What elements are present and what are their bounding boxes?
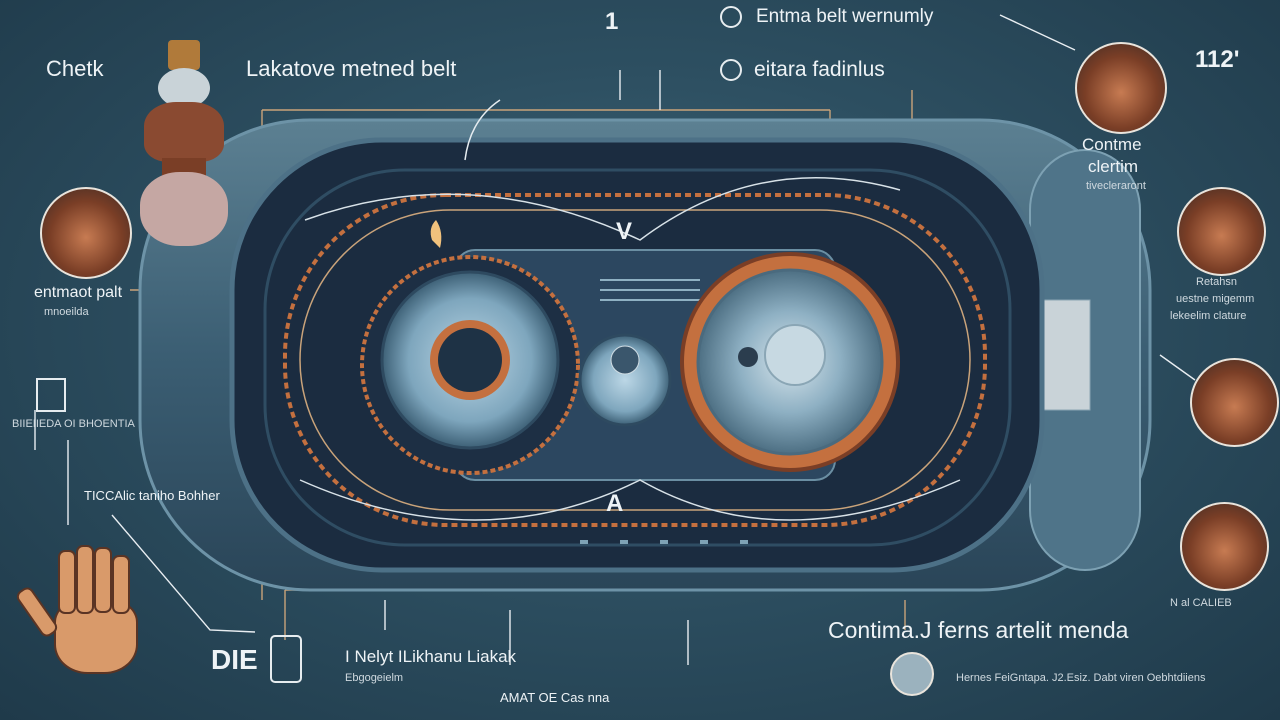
right-label-2-line2: uestne migemm [1176,293,1255,305]
belt-roll-icon [1075,42,1167,134]
pointer-lines [34,14,1196,665]
left-label-1-sub: mnoeilda [44,306,89,318]
left-label-1: entmaot palt [34,284,123,301]
bottom-center-line-2: Ebgogeielm [345,672,404,684]
right-label-1: Contme [1082,135,1142,154]
panel-icon [1190,358,1279,447]
left-label-3: TICCAlic taniho Bohher [84,488,220,503]
right-bottom-small: N al CALIEB [1170,597,1232,609]
bottle-icon [140,40,230,250]
gear-icon [720,59,742,82]
top-left-title: Chetk [46,56,104,81]
top-center-mark: 1 [605,8,619,35]
right-label-1-line3: tivecleraront [1086,180,1146,192]
hand-icon [14,545,154,675]
bowl-icon [40,187,132,279]
cup-icon [1180,502,1269,591]
top-right-line-1: Entma belt wernumly [720,6,933,28]
document-icon [36,378,66,412]
right-label-2: Retahsn [1196,276,1237,288]
bottom-marker: A [606,490,624,517]
right-label-2-line3: lekeelim clature [1170,310,1247,322]
bottom-right-title: Contima.J ferns artelit menda [828,617,1129,643]
bottom-center-bottom: AMAT OE Cas nna [500,690,610,705]
right-label-1-line2: clertim [1088,157,1139,176]
gear-icon [720,6,742,28]
left-label-2: BIIEIIEDA OI BHOENTIA [12,418,135,430]
top-center-title: Lakatove metned belt [246,56,457,81]
bottom-left-code: DIE [211,644,258,675]
gear-icon [890,652,934,696]
top-marker: V [616,218,633,245]
bottom-right-small: Hernes FeiGntapa. J2.Esiz. Dabt viren Oe… [956,672,1206,684]
device-icon [270,635,302,683]
top-right-line-2: eitara fadinlus [720,58,885,82]
coil-icon [1177,187,1266,276]
top-right-number: 112' [1195,46,1240,73]
bottom-center-line-1: I Nelyt ILikhanu Liakak [345,647,517,666]
